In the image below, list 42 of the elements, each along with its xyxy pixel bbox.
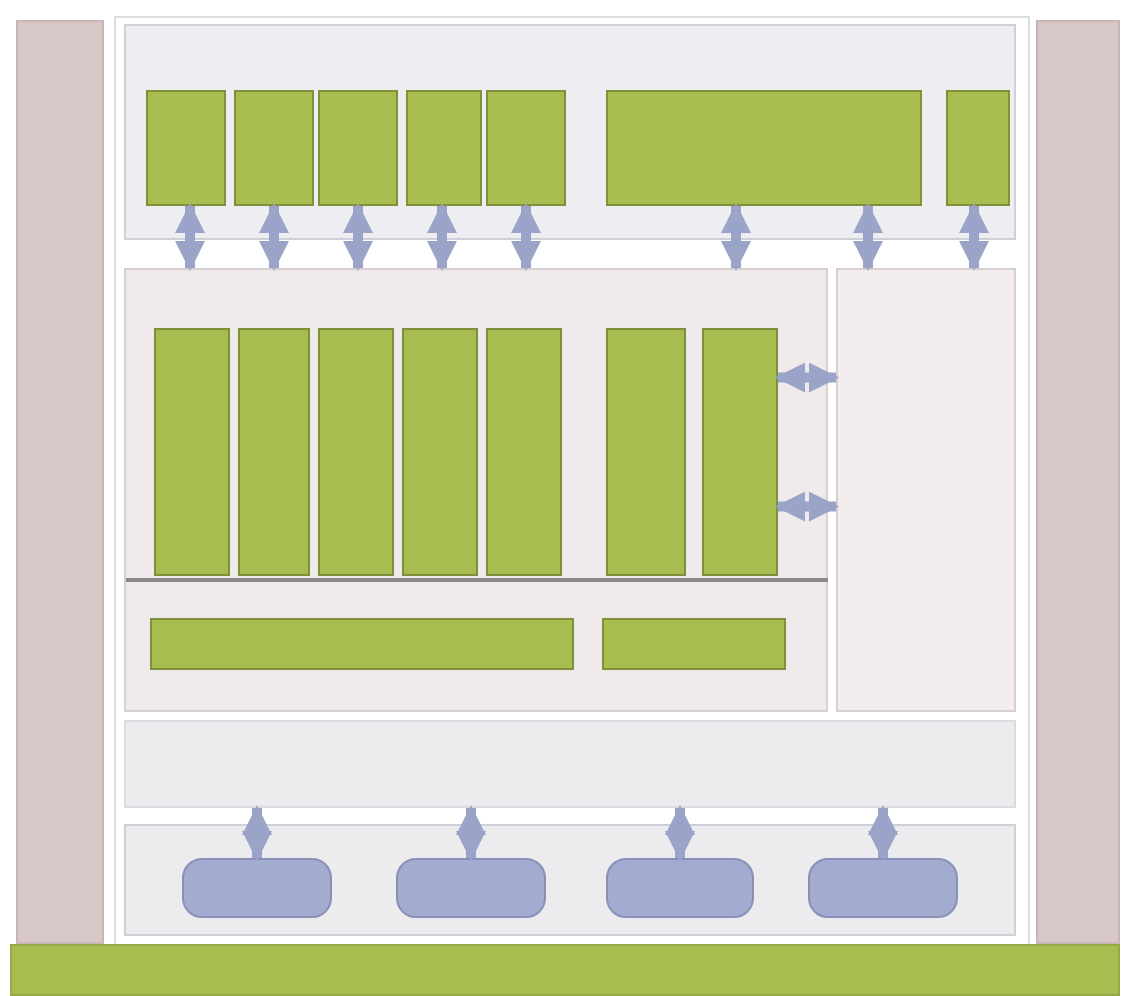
double-arrow: [242, 805, 272, 861]
module-box: [154, 328, 230, 576]
double-arrow: [853, 203, 883, 271]
double-arrow: [456, 805, 486, 861]
double-arrow: [665, 805, 695, 861]
module-box: [402, 328, 478, 576]
base-band: [10, 944, 1120, 996]
section-panel: [124, 268, 828, 712]
double-arrow: [259, 203, 289, 271]
section-panel: [124, 24, 1016, 240]
layer-band: [124, 720, 1016, 808]
module-box: [486, 328, 562, 576]
service-box: [396, 858, 546, 918]
module-box: [606, 90, 922, 206]
section-panel: [124, 824, 1016, 936]
module-box: [702, 328, 778, 576]
double-arrow: [343, 203, 373, 271]
module-box: [234, 90, 314, 206]
module-box: [318, 90, 398, 206]
double-arrow: [175, 203, 205, 271]
double-arrow: [775, 362, 839, 393]
side-bar: [16, 20, 104, 944]
side-panel: [836, 268, 1016, 712]
module-box: [406, 90, 482, 206]
module-box: [946, 90, 1010, 206]
service-box: [182, 858, 332, 918]
module-box: [150, 618, 574, 670]
double-arrow: [427, 203, 457, 271]
module-box: [486, 90, 566, 206]
service-box: [808, 858, 958, 918]
double-arrow: [721, 203, 751, 271]
module-box: [606, 328, 686, 576]
module-box: [238, 328, 310, 576]
double-arrow: [511, 203, 541, 271]
double-arrow: [959, 203, 989, 271]
module-box: [318, 328, 394, 576]
double-arrow: [868, 805, 898, 861]
module-box: [146, 90, 226, 206]
double-arrow: [775, 491, 839, 522]
side-bar: [1036, 20, 1120, 944]
module-box: [602, 618, 786, 670]
service-box: [606, 858, 754, 918]
